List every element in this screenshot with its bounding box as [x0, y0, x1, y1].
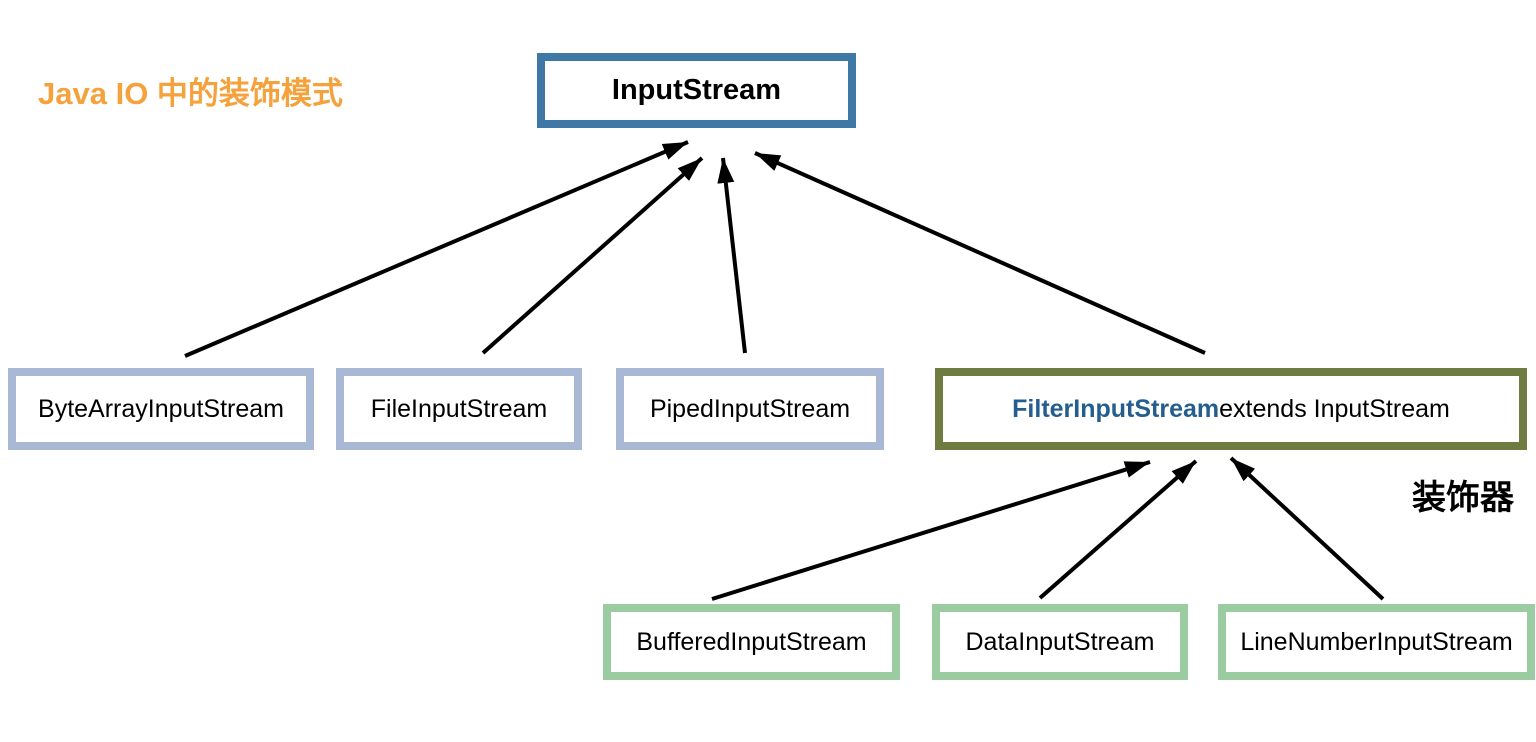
- class-label-fileinputstream: FileInputStream: [370, 394, 548, 423]
- class-label-filterinputstream: FilterInputStream: [1012, 394, 1220, 423]
- class-box-datainputstream: DataInputStream: [932, 604, 1188, 680]
- arrow-linenumberinputstream-to-filterinputstream: [1229, 456, 1385, 601]
- class-box-bytearrayinputstream: ByteArrayInputStream: [8, 368, 314, 450]
- arrow-bufferedinputstream-to-filterinputstream: [711, 460, 1151, 601]
- class-label-datainputstream: DataInputStream: [965, 627, 1155, 656]
- class-box-inputstream: InputStream: [537, 53, 856, 128]
- class-label-linenumberinputstream: LineNumberInputStream: [1240, 627, 1513, 656]
- class-label-bytearrayinputstream: ByteArrayInputStream: [38, 394, 284, 423]
- class-label-inputstream: InputStream: [611, 74, 782, 106]
- diagram-title: Java IO 中的装饰模式: [38, 76, 343, 111]
- arrow-bytearrayinputstream-to-inputstream: [184, 140, 689, 358]
- class-label-bufferedinputstream: BufferedInputStream: [636, 627, 867, 656]
- arrow-pipedinputstream-to-inputstream: [717, 157, 747, 354]
- class-label-pipedinputstream: PipedInputStream: [649, 394, 851, 423]
- arrow-filterinputstream-to-inputstream: [754, 151, 1206, 355]
- class-box-fileinputstream: FileInputStream: [336, 368, 582, 450]
- arrow-fileinputstream-to-inputstream: [481, 156, 704, 355]
- class-box-bufferedinputstream: BufferedInputStream: [603, 604, 900, 680]
- class-label-filterinputstream-suffix: extends InputStream: [1219, 394, 1450, 423]
- decorator-annotation: 装饰器: [1412, 479, 1514, 517]
- class-box-filterinputstream: FilterInputStream extends InputStream: [935, 368, 1527, 450]
- class-box-pipedinputstream: PipedInputStream: [616, 368, 884, 450]
- class-box-linenumberinputstream: LineNumberInputStream: [1218, 604, 1535, 680]
- arrow-datainputstream-to-filterinputstream: [1038, 459, 1198, 600]
